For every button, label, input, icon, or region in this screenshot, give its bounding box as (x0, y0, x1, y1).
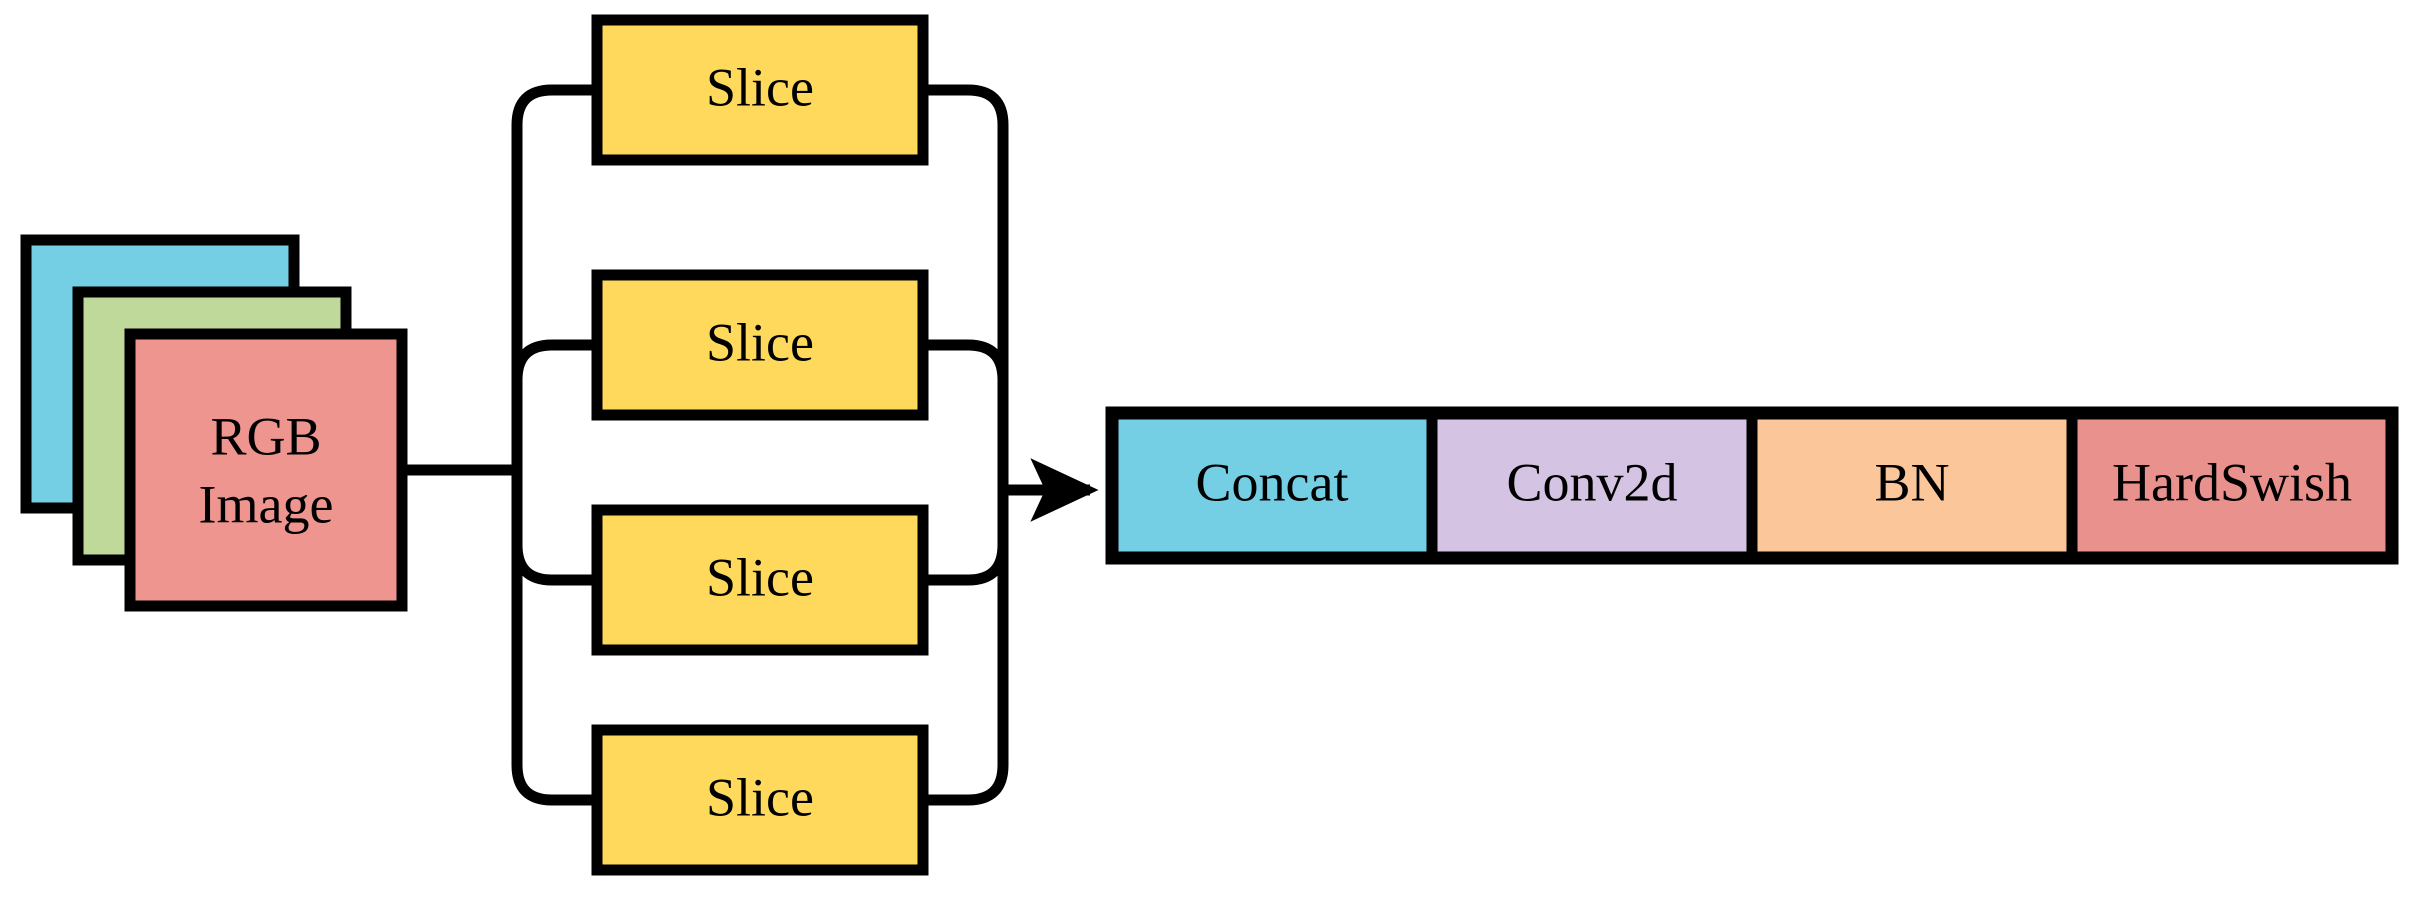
conv-stage-bar-outline (1105, 406, 2399, 565)
conv-stage-bar: Concat Conv2d BN HardSwish (1105, 406, 2399, 565)
fanin-branch-1 (923, 84, 1009, 490)
slice-box-4[interactable]: Slice (591, 724, 929, 876)
stage-conv2d-rect[interactable] (1432, 413, 1752, 558)
slice-box-4-label: Slice (706, 767, 814, 827)
stage-concat-label: Concat (1196, 452, 1349, 512)
rgb-image-label-line2: Image (199, 474, 334, 534)
fanout-branch-3 (511, 470, 597, 586)
fanin-bracket (923, 84, 1009, 806)
rgb-image-stack: RGB Image (20, 234, 408, 612)
stage-hardswish-rect[interactable] (2072, 413, 2392, 558)
fanin-branch-4 (923, 490, 1009, 806)
red-channel-plane (124, 328, 408, 612)
rgb-image-label-line1: RGB (210, 406, 321, 466)
fanout-branch-2 (511, 339, 597, 470)
stage-bn-rect[interactable] (1752, 413, 2072, 558)
stage-conv2d-label: Conv2d (1506, 452, 1677, 512)
slice-box-1-label: Slice (706, 57, 814, 117)
stage-bn-label: BN (1874, 452, 1949, 512)
slice-box-2[interactable]: Slice (591, 269, 929, 421)
stage-hardswish-label: HardSwish (2112, 452, 2352, 512)
fanin-branch-3 (923, 490, 1009, 586)
slice-box-1-rect[interactable] (591, 14, 929, 166)
fanout-branch-4 (511, 470, 597, 806)
fanin-branch-2 (923, 339, 1009, 490)
fanout-bracket (511, 84, 597, 806)
slice-box-1[interactable]: Slice (591, 14, 929, 166)
stage-concat-rect[interactable] (1112, 413, 1432, 558)
slice-box-3[interactable]: Slice (591, 504, 929, 656)
fanout-branch-1 (511, 84, 597, 470)
slice-box-2-label: Slice (706, 312, 814, 372)
slice-box-3-label: Slice (706, 547, 814, 607)
